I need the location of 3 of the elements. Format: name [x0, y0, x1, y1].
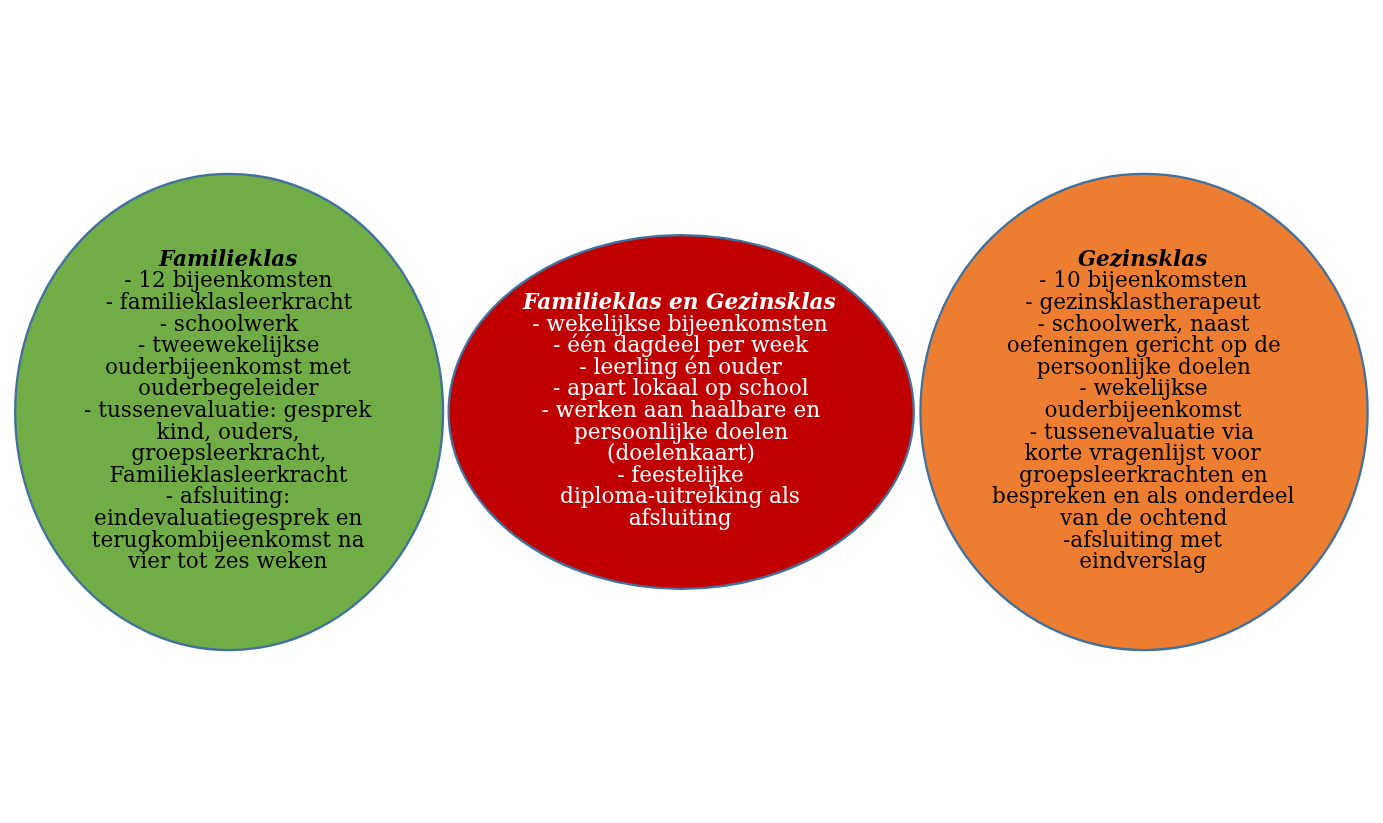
node-ellipse: Familieklas en Gezinsklas - wekelijkse bijeenkomsten - één dagdeel per week - leerling én ouder - apart lokaal op school - werken aan haalbare en persoonlijke doelen (doelenkaart) - feestelijke diploma-uitreiking als afsluiting: [447, 233, 915, 590]
node-ellipse: Familieklas - 12 bijeenkomsten - familieklasleerkracht - schoolwerk - tweewekelijkse ouderbijeenkomst met ouderbegeleider - tussenevaluatie: gesprek kind, ouders, groepsleerkracht, Familieklasleerkracht - afsluiting: eindevaluatiegesprek en terugkombijeenkomst na vier tot zes weken: [14, 172, 445, 651]
node-circle: Gezinsklas - 10 bijeenkomsten - gezinsklastherapeut - schoolwerk, naast oefeningen gericht op de persoonlijke doelen - wekelijkse ouderbijeenkomst - tussenevaluatie via korte vragenlijst voor groepsleerkrachten en bespreken en als onderdeel van de ochtend -afsluiting met eindverslag: [919, 172, 1369, 651]
